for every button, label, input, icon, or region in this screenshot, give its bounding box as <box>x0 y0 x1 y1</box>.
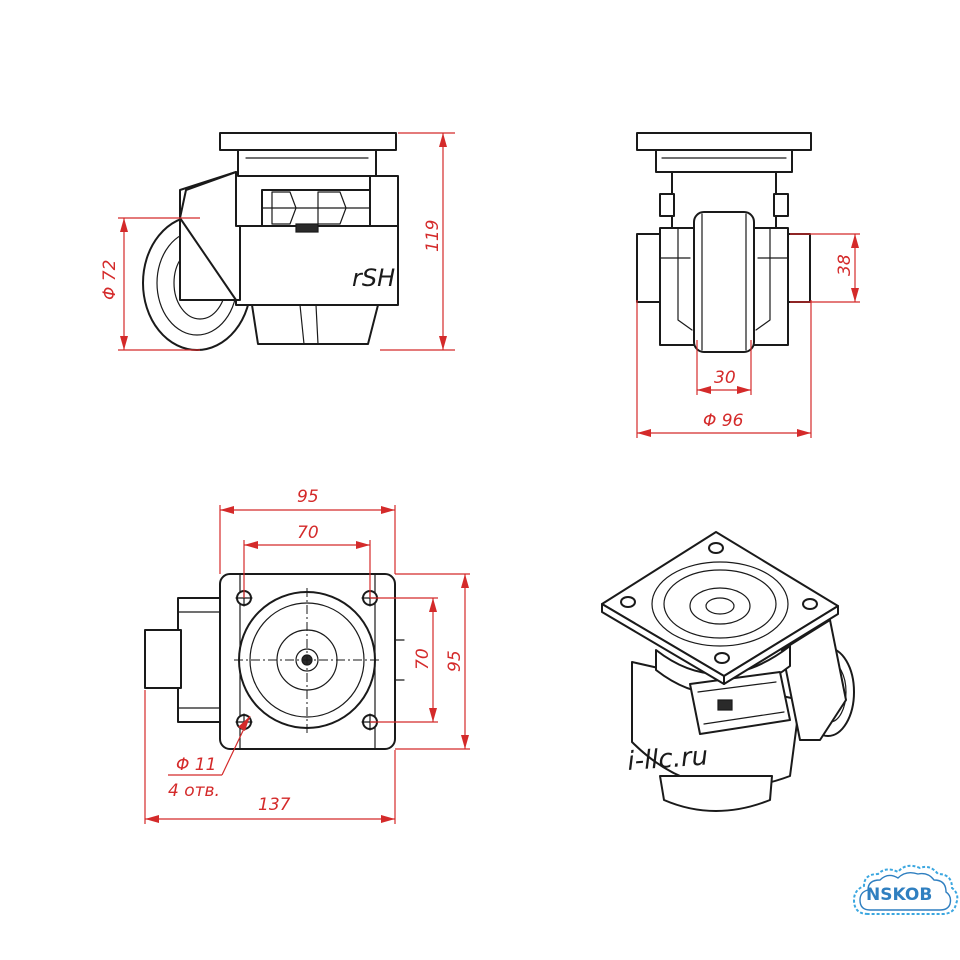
dim-label-plate-height: 95 <box>445 650 465 672</box>
dim-plate-height: 95 <box>395 573 470 750</box>
watermark-text: NSKOB <box>866 885 932 905</box>
nskob-watermark-logo: NSKOB <box>852 864 959 915</box>
top-view <box>144 573 405 750</box>
dim-label-plate-width: 95 <box>297 487 319 507</box>
isometric-view: i-llc.ru <box>601 531 855 812</box>
dim-total-height: 119 <box>380 132 455 351</box>
dim-label-hole-count: 4 отв. <box>168 781 220 801</box>
dim-hole-spacing-y: 70 <box>370 597 438 723</box>
dim-label-hole-spacing-x: 70 <box>297 523 319 543</box>
dim-front-diameter: Φ 96 <box>636 300 812 438</box>
iso-brand-marking: i-llc.ru <box>626 741 709 777</box>
dim-label-front-diameter: Φ 96 <box>703 411 744 431</box>
dim-overall-length: 137 <box>144 690 396 824</box>
dim-label-hole-diameter: Φ 11 <box>176 755 216 775</box>
dim-label-wheel-width: 30 <box>714 368 736 388</box>
dim-label-hole-spacing-y: 70 <box>413 648 433 670</box>
dim-wheel-width: 30 <box>696 340 752 395</box>
side-view: rSH <box>142 132 399 351</box>
dim-label-overall-length: 137 <box>258 795 291 815</box>
dim-label-total-height: 119 <box>423 220 443 252</box>
dim-plate-width: 95 <box>219 487 396 574</box>
side-brand-marking: rSH <box>352 264 395 292</box>
dim-side-width: 38 <box>790 233 860 303</box>
dim-hole-spacing-x: 70 <box>243 523 371 598</box>
dim-label-side-width: 38 <box>835 254 855 276</box>
dim-wheel-diameter: Φ 72 <box>100 217 200 351</box>
dim-hole-leader: Φ 11 4 отв. <box>168 715 251 801</box>
front-view <box>636 132 812 353</box>
dim-label-wheel-diameter: Φ 72 <box>100 260 120 300</box>
